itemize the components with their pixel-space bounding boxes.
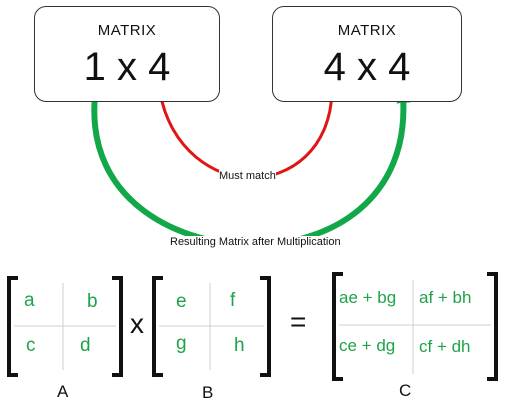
matrix-c-left-bracket: [332, 272, 343, 381]
matrix-a-cell: b: [87, 291, 98, 312]
matrix-a-right-bracket: [112, 276, 123, 377]
resulting-matrix-label: Resulting Matrix after Multiplication: [170, 236, 341, 248]
matrix-a-cell: d: [80, 335, 91, 356]
matrix-c-frame: [332, 272, 498, 381]
matrix-a-cell: a: [24, 290, 35, 311]
matrix-c-cell: ce + dg: [339, 336, 396, 355]
matrix-c-cell: cf + dh: [419, 337, 471, 356]
left-box-title: MATRIX: [97, 22, 157, 39]
left-box-dimensions: 1 x 4: [83, 45, 171, 89]
left-matrix-box: MATRIX 1 x 4: [34, 6, 220, 102]
matrix-a-frame: [7, 276, 123, 377]
matrix-b-left-bracket: [152, 276, 163, 377]
matrix-b-cell: g: [176, 333, 187, 354]
matrix-c-cell: ae + bg: [339, 288, 397, 307]
matrix-c-right-bracket: [487, 272, 498, 381]
right-box-dimensions: 4 x 4: [323, 45, 411, 89]
matrix-b-name: B: [202, 383, 214, 402]
matrix-b-right-bracket: [260, 276, 271, 377]
must-match-label: Must match: [219, 170, 276, 182]
matrix-b-cell: h: [234, 335, 245, 356]
right-matrix-box: MATRIX 4 x 4: [272, 6, 462, 102]
matrix-b-cell: e: [176, 291, 187, 312]
right-box-title: MATRIX: [337, 22, 397, 39]
inner-red-arrow: [154, 86, 337, 180]
matrix-c-cell: af + bh: [419, 288, 472, 307]
matrix-b-cell: f: [230, 290, 236, 311]
multiply-operator: x: [130, 308, 144, 339]
equals-operator: =: [290, 306, 307, 337]
matrix-b-frame: [152, 276, 271, 377]
matrix-a-cell: c: [26, 335, 36, 356]
matrix-a-left-bracket: [7, 276, 18, 377]
matrix-c-name: C: [399, 381, 412, 400]
matrix-a-name: A: [57, 382, 69, 401]
